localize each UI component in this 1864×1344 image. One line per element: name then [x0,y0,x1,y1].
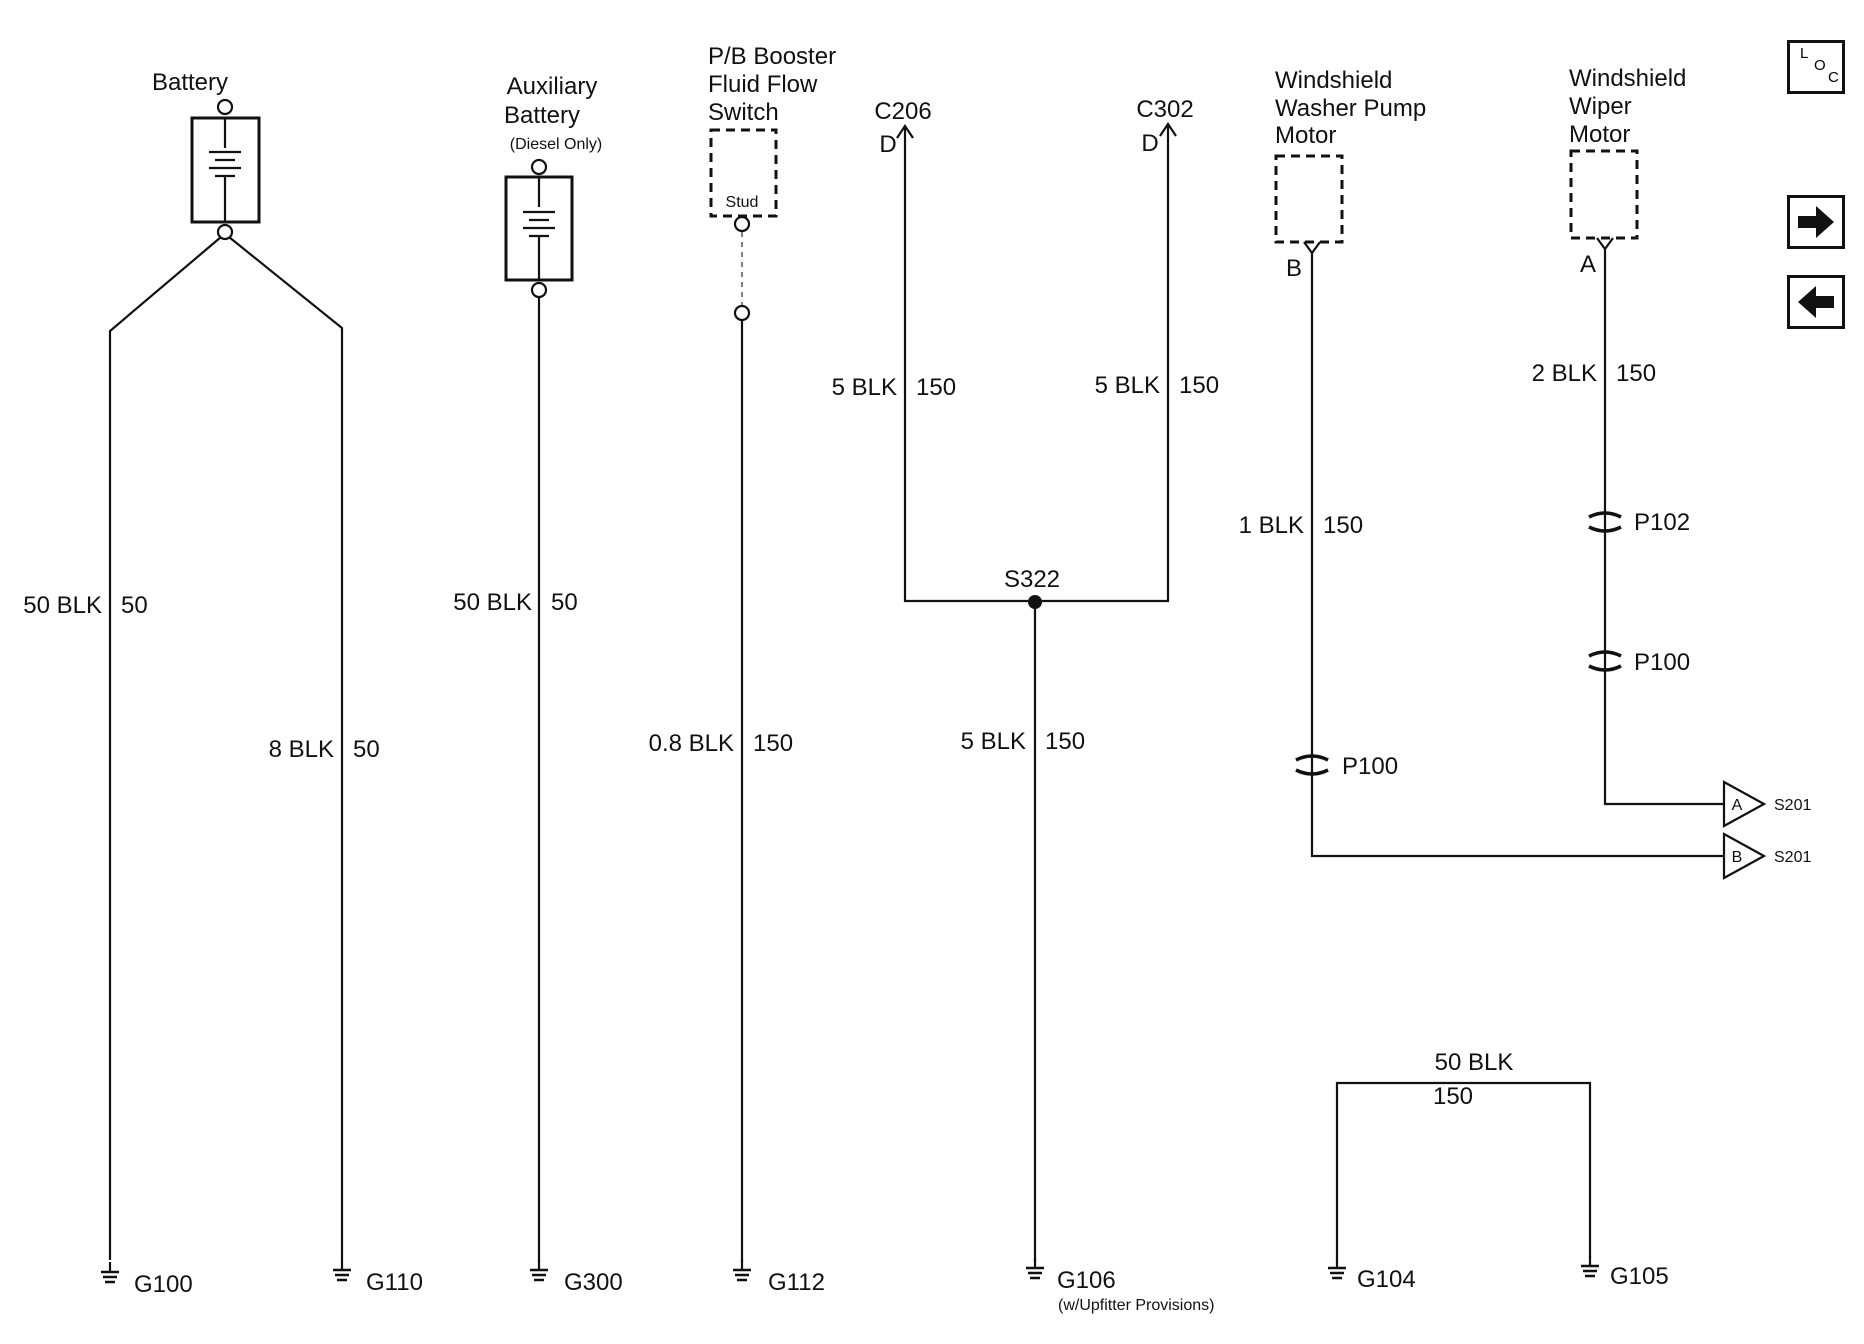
svg-text:50 BLK: 50 BLK [453,589,532,616]
wire-aux-label: 50 BLK 50 [453,589,577,616]
svg-text:Windshield: Windshield [1569,65,1686,92]
svg-text:Motor: Motor [1569,121,1630,148]
wire-c302-label: 5 BLK 150 [1095,372,1219,399]
svg-text:G110: G110 [366,1269,423,1296]
aux-battery-label-2: Battery [504,102,580,129]
battery-icon [523,177,555,280]
auxiliary-battery: Auxiliary Battery (Diesel Only) [504,73,602,299]
wire-washer-label: 1 BLK 150 [1239,512,1363,539]
svg-text:P100: P100 [1634,649,1690,676]
svg-text:8 BLK: 8 BLK [269,736,334,763]
svg-text:B: B [1732,849,1743,866]
ground-g110: G110 [331,1258,423,1296]
battery-icon [209,118,241,222]
wire-s322-down-label: 5 BLK 150 [961,728,1085,755]
svg-text:P/B Booster: P/B Booster [708,43,836,70]
svg-text:50: 50 [121,592,148,619]
svg-text:D: D [1141,130,1158,157]
aux-battery-note: (Diesel Only) [510,136,602,153]
ground-g106: G106 (w/Upfitter Provisions) [1024,1256,1214,1314]
ground-g300: G300 [528,1258,623,1296]
s201-b-connector: B S201 [1722,832,1811,880]
svg-text:P100: P100 [1342,753,1398,780]
wire-batt-right-label: 8 BLK 50 [269,736,380,763]
next-page-button[interactable] [1787,195,1845,249]
wiper-motor: Windshield Wiper Motor A [1569,65,1686,278]
svg-text:50: 50 [353,736,380,763]
svg-text:Windshield: Windshield [1275,67,1392,94]
svg-text:150: 150 [1045,728,1085,755]
svg-text:5 BLK: 5 BLK [1095,372,1160,399]
svg-text:G104: G104 [1357,1266,1416,1293]
connector-c206: C206 D [874,98,931,158]
svg-text:A: A [1580,251,1596,278]
stud-label: Stud [726,194,759,211]
svg-text:Motor: Motor [1275,122,1336,149]
svg-text:1 BLK: 1 BLK [1239,512,1304,539]
svg-text:G106: G106 [1057,1267,1116,1294]
wire-batt-left-label: 50 BLK 50 [23,592,147,619]
connector-c302: C302 D [1136,96,1193,157]
svg-text:Washer Pump: Washer Pump [1275,95,1426,122]
svg-text:S322: S322 [1004,566,1060,593]
svg-text:G300: G300 [564,1269,623,1296]
svg-text:G112: G112 [768,1269,825,1296]
ground-g105: G105 [1579,1254,1669,1290]
svg-text:S201: S201 [1774,849,1811,866]
svg-text:150: 150 [916,374,956,401]
wire-pb-label: 0.8 BLK 150 [649,730,793,757]
svg-text:B: B [1286,255,1302,282]
svg-text:50 BLK: 50 BLK [23,592,102,619]
svg-text:150: 150 [753,730,793,757]
svg-text:C302: C302 [1136,96,1193,123]
svg-text:A: A [1732,797,1743,814]
svg-text:5 BLK: 5 BLK [961,728,1026,755]
ground-g112: G112 [731,1258,825,1296]
svg-text:Wiper: Wiper [1569,93,1632,120]
loc-l: L [1800,45,1809,62]
svg-text:150: 150 [1323,512,1363,539]
svg-text:5 BLK: 5 BLK [832,374,897,401]
ground-g104: G104 [1326,1256,1416,1293]
loc-o: O [1814,57,1826,74]
svg-text:D: D [879,131,896,158]
svg-text:50: 50 [551,589,578,616]
svg-text:150: 150 [1433,1083,1473,1110]
loc-c: C [1828,69,1839,86]
svg-text:G100: G100 [134,1271,193,1298]
pb-booster-switch: P/B Booster Fluid Flow Switch Stud [708,43,836,322]
s201-a-connector: A S201 [1722,780,1811,828]
location-button[interactable]: L O C [1787,40,1845,94]
svg-text:150: 150 [1179,372,1219,399]
ground-g100: G100 [99,1260,193,1298]
arrow-left-icon [1798,286,1834,318]
svg-text:0.8 BLK: 0.8 BLK [649,730,734,757]
svg-text:Fluid Flow: Fluid Flow [708,71,818,98]
prev-page-button[interactable] [1787,275,1845,329]
battery: Battery [152,69,261,241]
splice-s322: S322 [1004,566,1060,609]
svg-text:50 BLK: 50 BLK [1435,1049,1514,1076]
svg-text:Switch: Switch [708,99,779,126]
wire-c206-label: 5 BLK 150 [832,374,956,401]
svg-text:2 BLK: 2 BLK [1532,360,1597,387]
aux-battery-label-1: Auxiliary [507,73,598,100]
svg-text:(w/Upfitter Provisions): (w/Upfitter Provisions) [1058,1297,1214,1314]
wire-wiper-label: 2 BLK 150 [1532,360,1656,387]
svg-text:C206: C206 [874,98,931,125]
washer-pump-motor: Windshield Washer Pump Motor B [1274,67,1426,282]
arrow-right-icon [1798,206,1834,238]
svg-text:150: 150 [1616,360,1656,387]
connector-p100-washer: P100 [1295,753,1398,780]
svg-text:P102: P102 [1634,509,1690,536]
wire-g104-g105-label: 50 BLK 150 [1433,1049,1513,1110]
connector-p100-wiper: P100 [1588,649,1690,676]
svg-text:S201: S201 [1774,797,1811,814]
svg-text:G105: G105 [1610,1263,1669,1290]
battery-label: Battery [152,69,228,96]
connector-p102: P102 [1588,509,1690,536]
